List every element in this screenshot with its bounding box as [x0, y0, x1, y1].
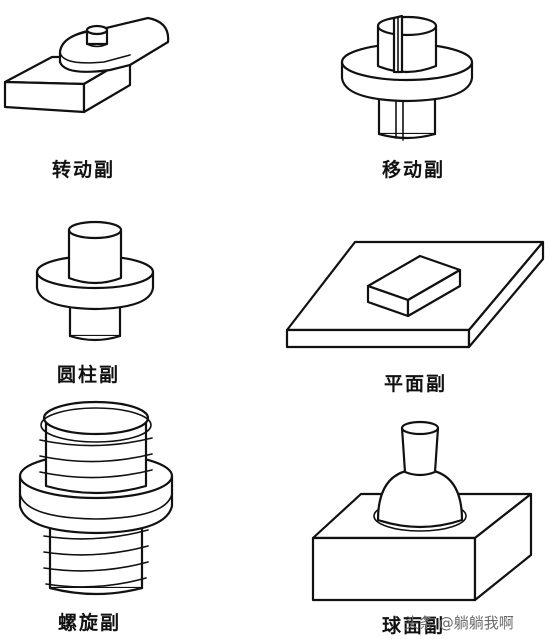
prismatic-pair-label: 移动副 — [382, 159, 446, 181]
planar-pair-label: 平面副 — [384, 373, 448, 395]
revolute-pair-figure — [3, 16, 170, 114]
spherical-pair-label: 球面副 — [382, 615, 446, 637]
prismatic-pair-figure — [340, 14, 474, 141]
revolute-pair-label: 转动副 — [52, 159, 116, 181]
screw-pair-figure — [18, 400, 174, 596]
cylindrical-pair-label: 圆柱副 — [57, 364, 121, 386]
cylindrical-pair-figure — [35, 220, 155, 342]
screw-pair-label: 螺旋副 — [58, 612, 122, 634]
planar-pair-figure — [285, 240, 545, 349]
watermark-text: 头条 @躺躺我啊 — [404, 614, 514, 632]
spherical-pair-figure — [311, 420, 533, 602]
